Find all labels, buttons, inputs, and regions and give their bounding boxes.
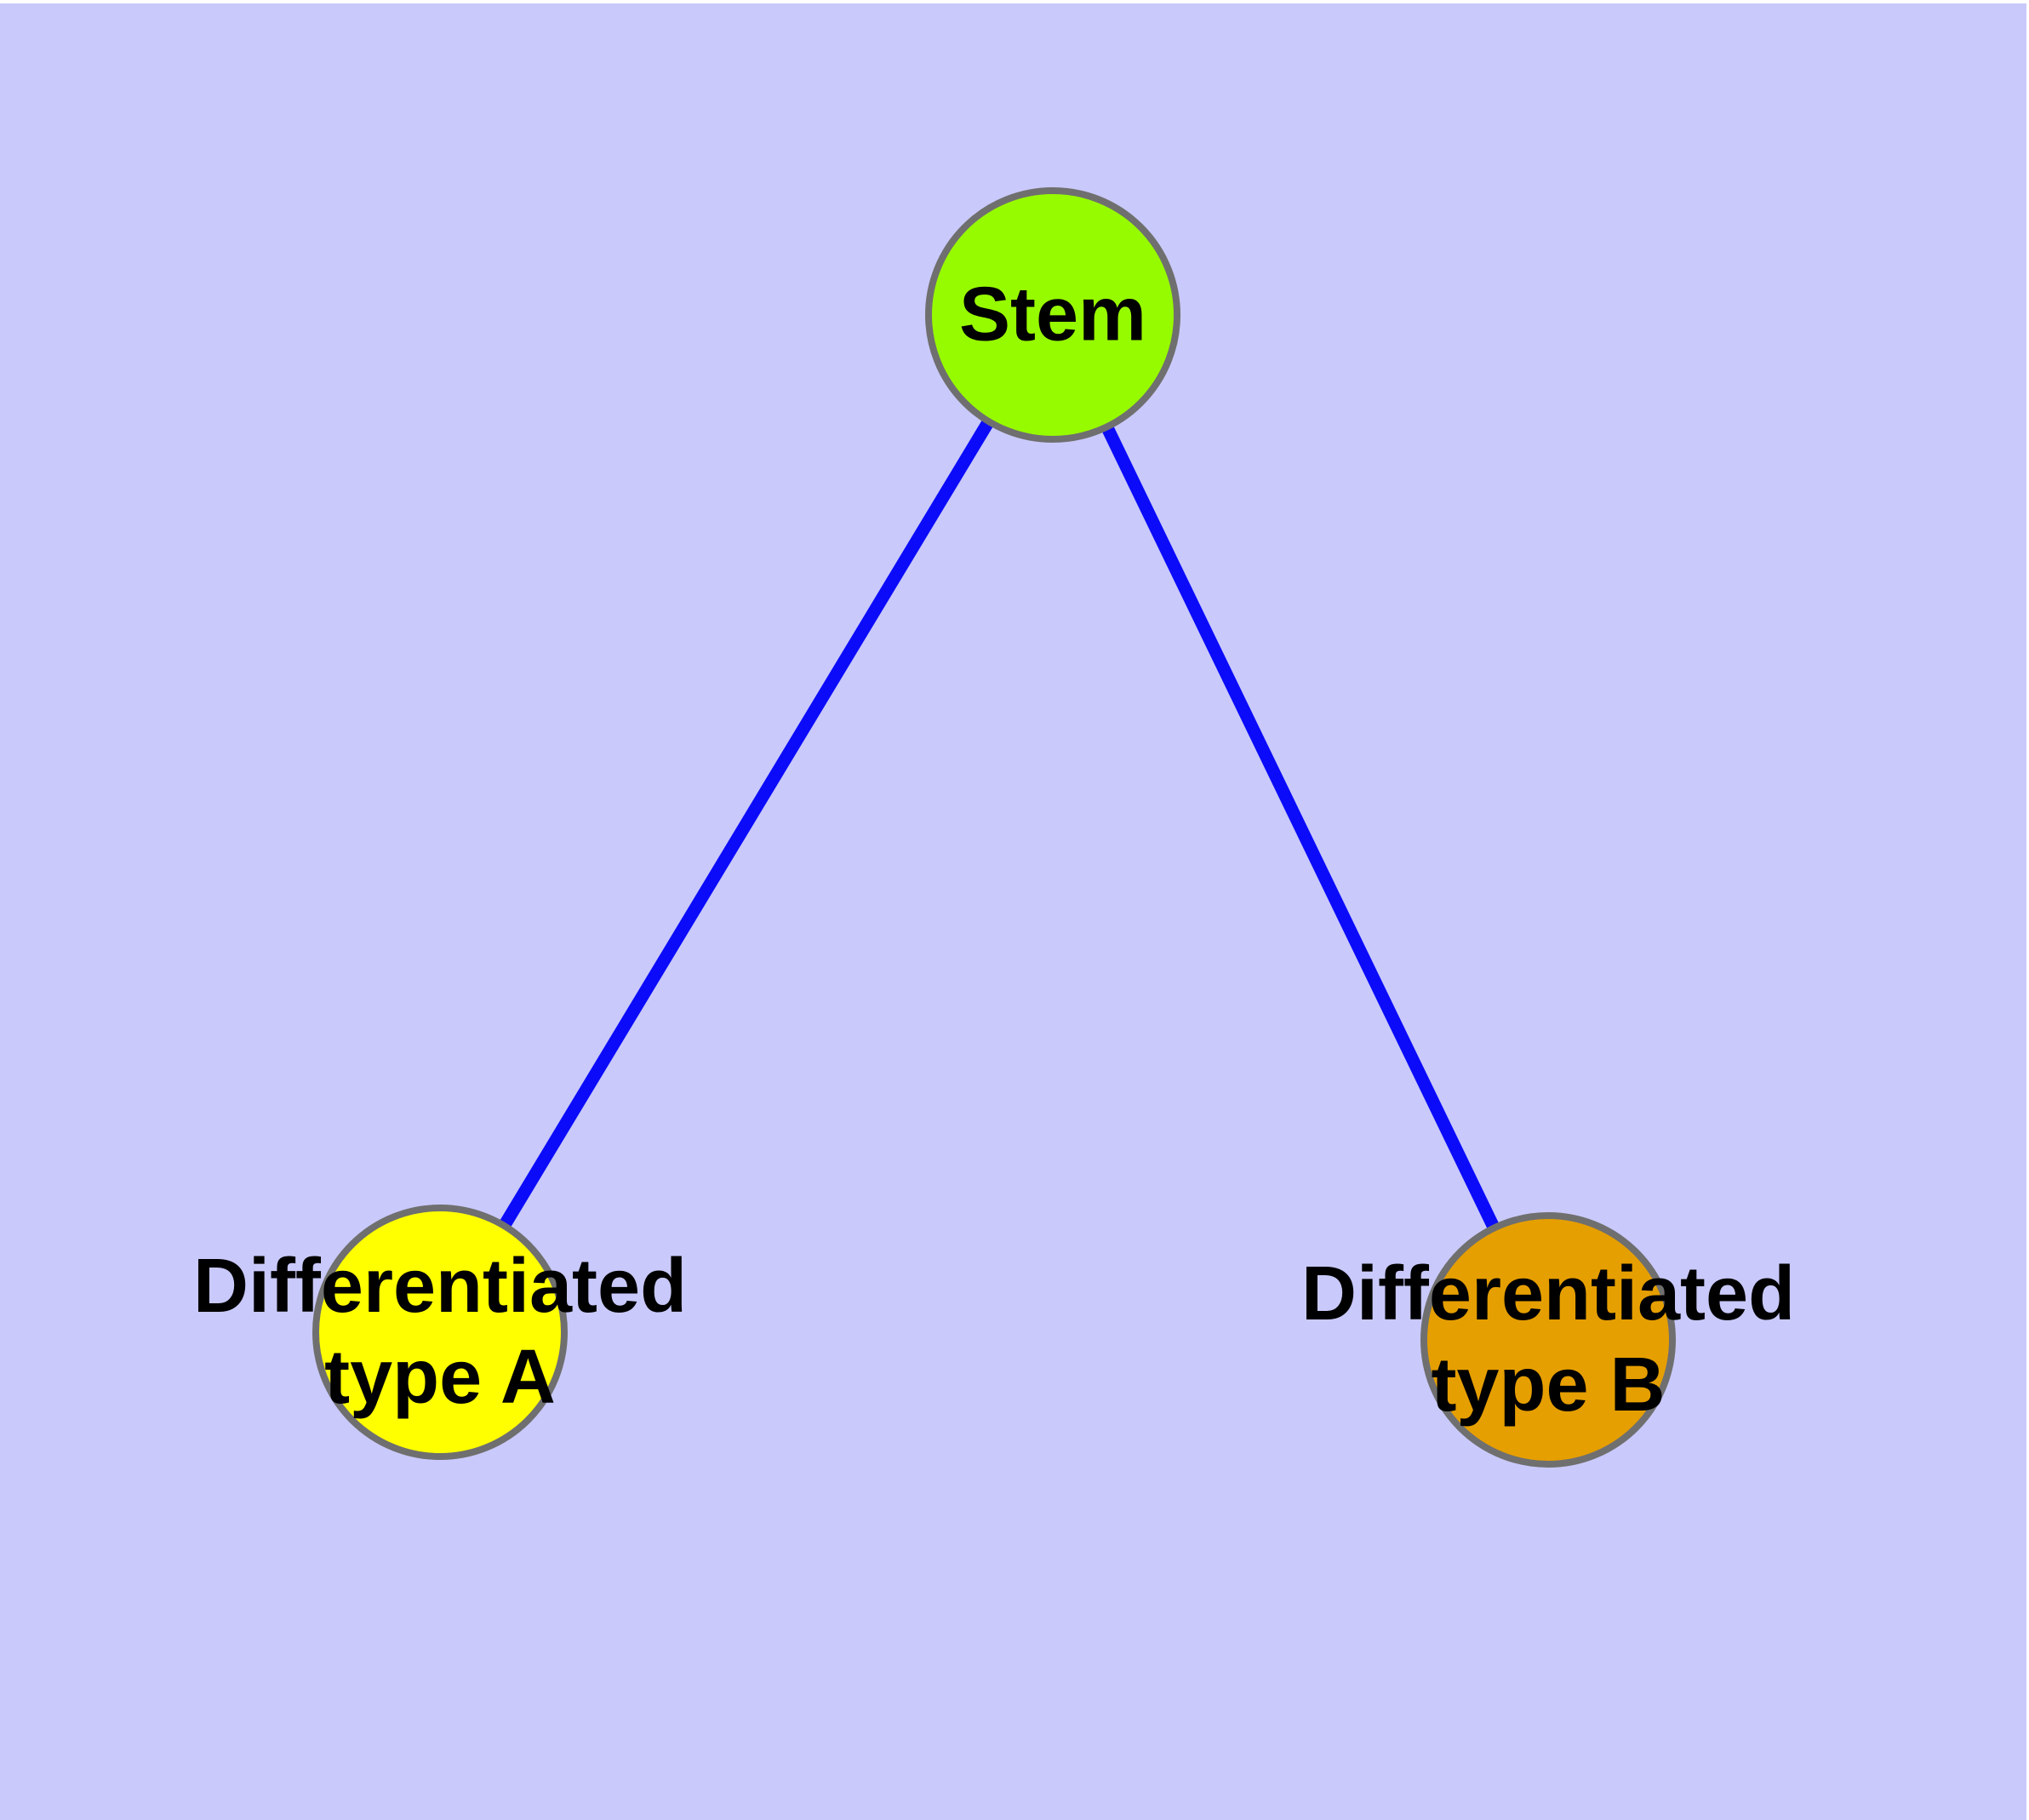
type-a-label-line-2: type A (324, 1335, 556, 1420)
type-b-label-line-1: Differentiated (1300, 1251, 1796, 1336)
node-stem-circle (925, 187, 1180, 443)
node-differentiated-type-b-label: Differentiated type B (1301, 1249, 1795, 1431)
node-differentiated-type-a-circle (312, 1205, 568, 1460)
edge-stem-typeA (434, 312, 1059, 1336)
node-differentiated-type-b-circle (1420, 1212, 1676, 1468)
stem-label-text: Stem (958, 272, 1147, 358)
node-stem-label: Stem (959, 270, 1146, 361)
node-differentiated-type-a-label: Differentiated type A (193, 1241, 687, 1423)
type-a-label-line-1: Differentiated (192, 1244, 688, 1329)
edge-stem-typeB (1047, 312, 1554, 1343)
type-b-label-line-2: type B (1431, 1342, 1666, 1428)
